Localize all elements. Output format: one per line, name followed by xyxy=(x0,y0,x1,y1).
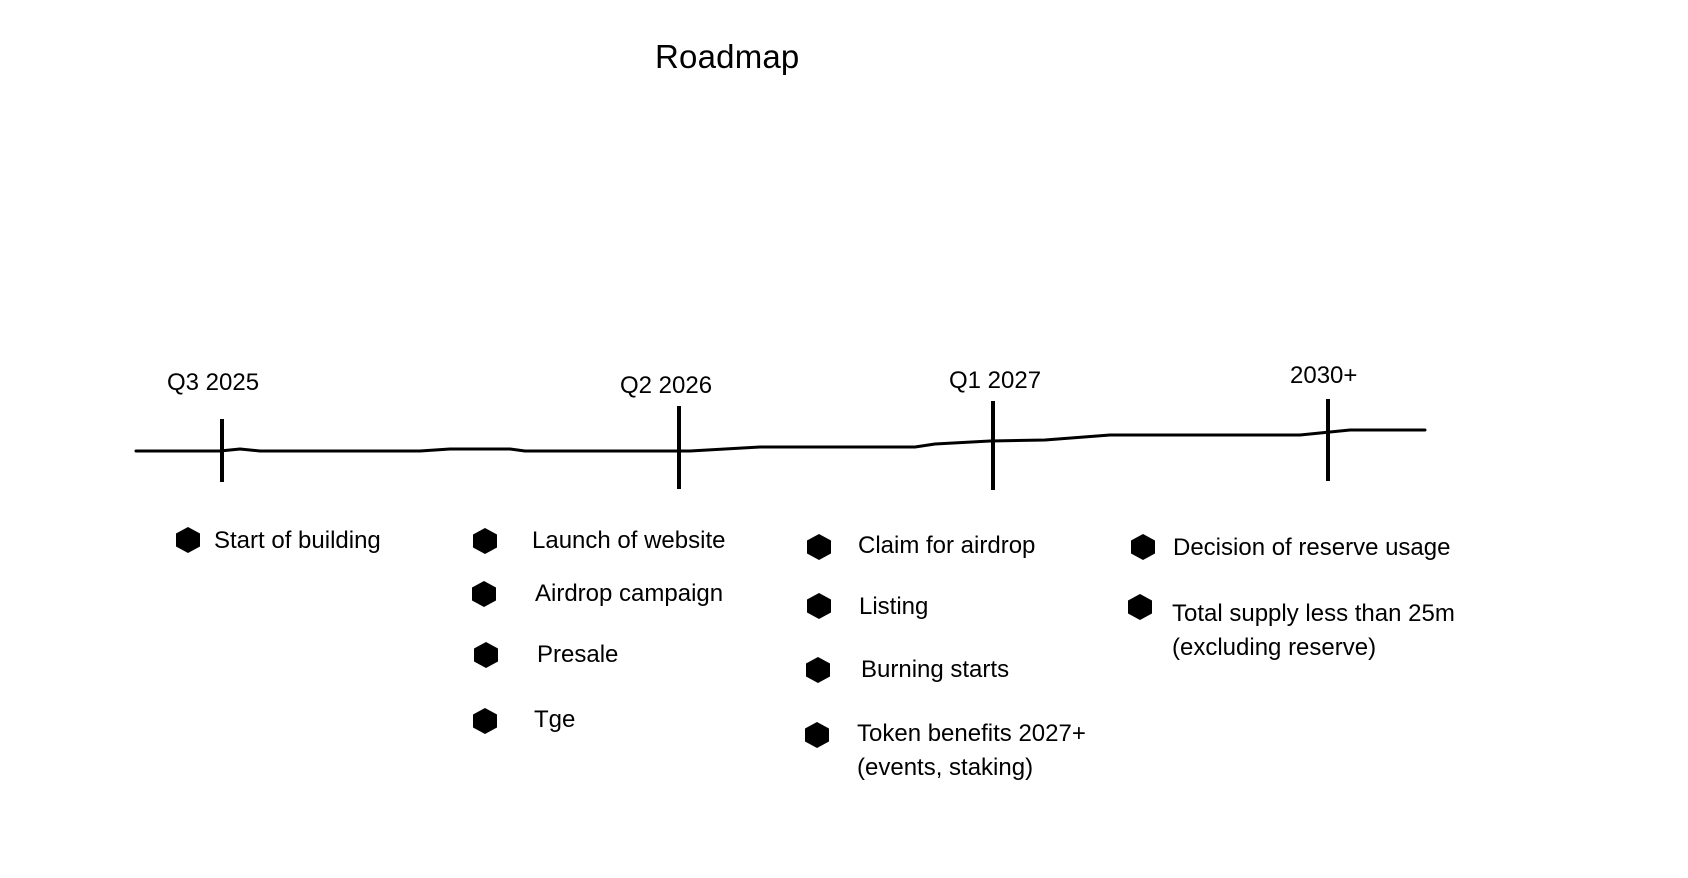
milestone-item-airdrop-campaign: Airdrop campaign xyxy=(535,580,724,607)
milestone-item-burning-starts: Burning starts xyxy=(861,656,1010,683)
milestone-item-presale: Presale xyxy=(537,641,619,668)
milestone-item-claim-for-airdrop: Claim for airdrop xyxy=(858,532,1036,559)
milestone-item-total-supply-detail: (excluding reserve) xyxy=(1172,634,1377,661)
milestone-item-total-supply: Total supply less than 25m xyxy=(1172,600,1455,627)
milestone-item-tge: Tge xyxy=(534,706,576,733)
period-label-q1-2027: Q1 2027 xyxy=(949,367,1042,394)
hexagon-bullet-icon xyxy=(1128,594,1152,620)
period-label-q2-2026: Q2 2026 xyxy=(620,372,713,399)
hexagon-bullet-icon xyxy=(807,593,831,619)
timeline-line xyxy=(134,428,1427,453)
hexagon-bullet-icon xyxy=(474,642,498,668)
milestone-item-listing: Listing xyxy=(859,593,929,620)
period-label-2030: 2030+ xyxy=(1290,362,1358,389)
hexagon-bullet-icon xyxy=(807,534,831,560)
hexagon-bullet-icon xyxy=(176,527,200,553)
diagram-title: Roadmap xyxy=(655,38,800,75)
hexagon-bullet-icon xyxy=(473,528,497,554)
milestone-item-start-of-building: Start of building xyxy=(214,527,381,554)
hexagon-bullet-icon xyxy=(806,657,830,683)
hexagon-bullet-icon xyxy=(472,581,496,607)
period-label-q3-2025: Q3 2025 xyxy=(167,369,260,396)
milestone-item-token-benefits-detail: (events, staking) xyxy=(857,754,1034,781)
hexagon-bullet-icon xyxy=(805,722,829,748)
hexagon-bullet-icon xyxy=(1131,534,1155,560)
milestone-item-decision-of-reserve-usage: Decision of reserve usage xyxy=(1173,534,1451,561)
milestone-item-launch-of-website: Launch of website xyxy=(532,527,726,554)
milestone-item-token-benefits: Token benefits 2027+ xyxy=(857,720,1086,747)
hexagon-bullet-icon xyxy=(473,708,497,734)
